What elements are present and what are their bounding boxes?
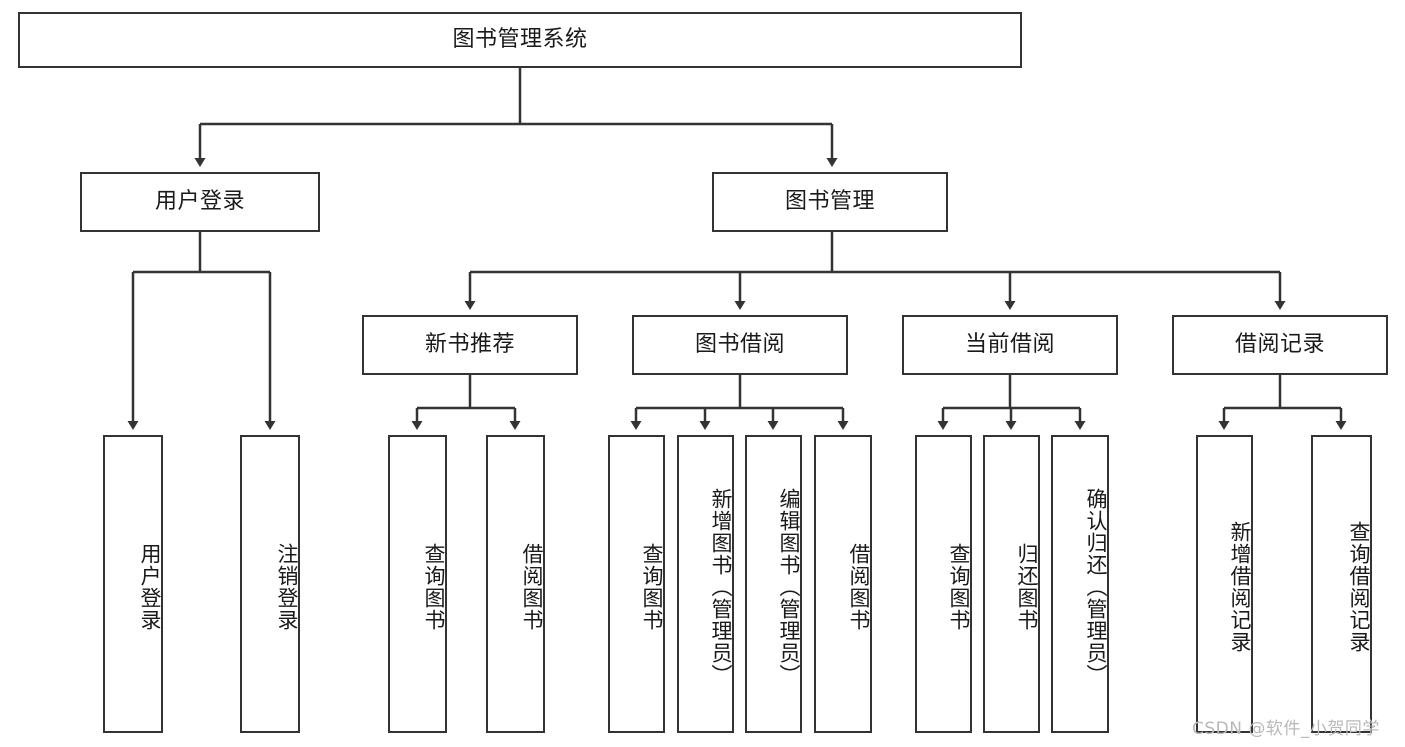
- leaf-query-book-2[interactable]: 查询图书: [608, 435, 665, 733]
- leaf-add-borrow-record[interactable]: 新增借阅记录: [1196, 435, 1253, 733]
- leaf-label: 借阅图书: [847, 543, 871, 631]
- node-label: 图书管理: [784, 188, 875, 214]
- leaf-query-book-3[interactable]: 查询图书: [915, 435, 972, 733]
- node-label: 当前借阅: [964, 331, 1055, 357]
- node-label: 图书管理系统: [452, 26, 588, 52]
- leaf-confirm-return-admin[interactable]: 确认归还（管理员）: [1051, 435, 1109, 733]
- node-book-borrow[interactable]: 图书借阅: [632, 315, 848, 375]
- node-borrow-record[interactable]: 借阅记录: [1172, 315, 1388, 375]
- leaf-label: 查询图书: [640, 543, 664, 631]
- node-current-borrow[interactable]: 当前借阅: [902, 315, 1118, 375]
- leaf-label: 查询图书: [947, 543, 971, 631]
- csdn-watermark: CSDN @软件_小贺同学: [1192, 719, 1380, 739]
- leaf-label: 新增图书（管理员）: [709, 488, 733, 686]
- leaf-borrow-book-1[interactable]: 借阅图书: [486, 435, 545, 733]
- leaf-add-book-admin[interactable]: 新增图书（管理员）: [677, 435, 734, 733]
- leaf-borrow-book-2[interactable]: 借阅图书: [814, 435, 872, 733]
- leaf-label: 归还图书: [1015, 543, 1039, 631]
- leaf-label: 确认归还（管理员）: [1084, 488, 1108, 686]
- leaf-label: 编辑图书（管理员）: [777, 488, 801, 686]
- leaf-label: 注销登录: [275, 543, 299, 631]
- leaf-return-book[interactable]: 归还图书: [983, 435, 1040, 733]
- leaf-label: 借阅图书: [520, 543, 544, 631]
- leaf-label: 查询借阅记录: [1347, 521, 1371, 653]
- node-book-management-system[interactable]: 图书管理系统: [18, 12, 1022, 68]
- node-label: 用户登录: [154, 188, 245, 214]
- leaf-user-login[interactable]: 用户登录: [103, 435, 163, 733]
- leaf-label: 查询图书: [422, 543, 446, 631]
- node-label: 图书借阅: [694, 331, 785, 357]
- node-label: 新书推荐: [424, 331, 515, 357]
- leaf-label: 新增借阅记录: [1228, 521, 1252, 653]
- leaf-query-book-1[interactable]: 查询图书: [388, 435, 447, 733]
- node-book-manage[interactable]: 图书管理: [712, 172, 948, 232]
- leaf-logout-login[interactable]: 注销登录: [240, 435, 300, 733]
- node-user-login[interactable]: 用户登录: [80, 172, 320, 232]
- leaf-query-borrow-record[interactable]: 查询借阅记录: [1311, 435, 1372, 733]
- node-label: 借阅记录: [1234, 331, 1325, 357]
- leaf-edit-book-admin[interactable]: 编辑图书（管理员）: [745, 435, 802, 733]
- node-new-book-recommend[interactable]: 新书推荐: [362, 315, 578, 375]
- leaf-label: 用户登录: [138, 543, 162, 631]
